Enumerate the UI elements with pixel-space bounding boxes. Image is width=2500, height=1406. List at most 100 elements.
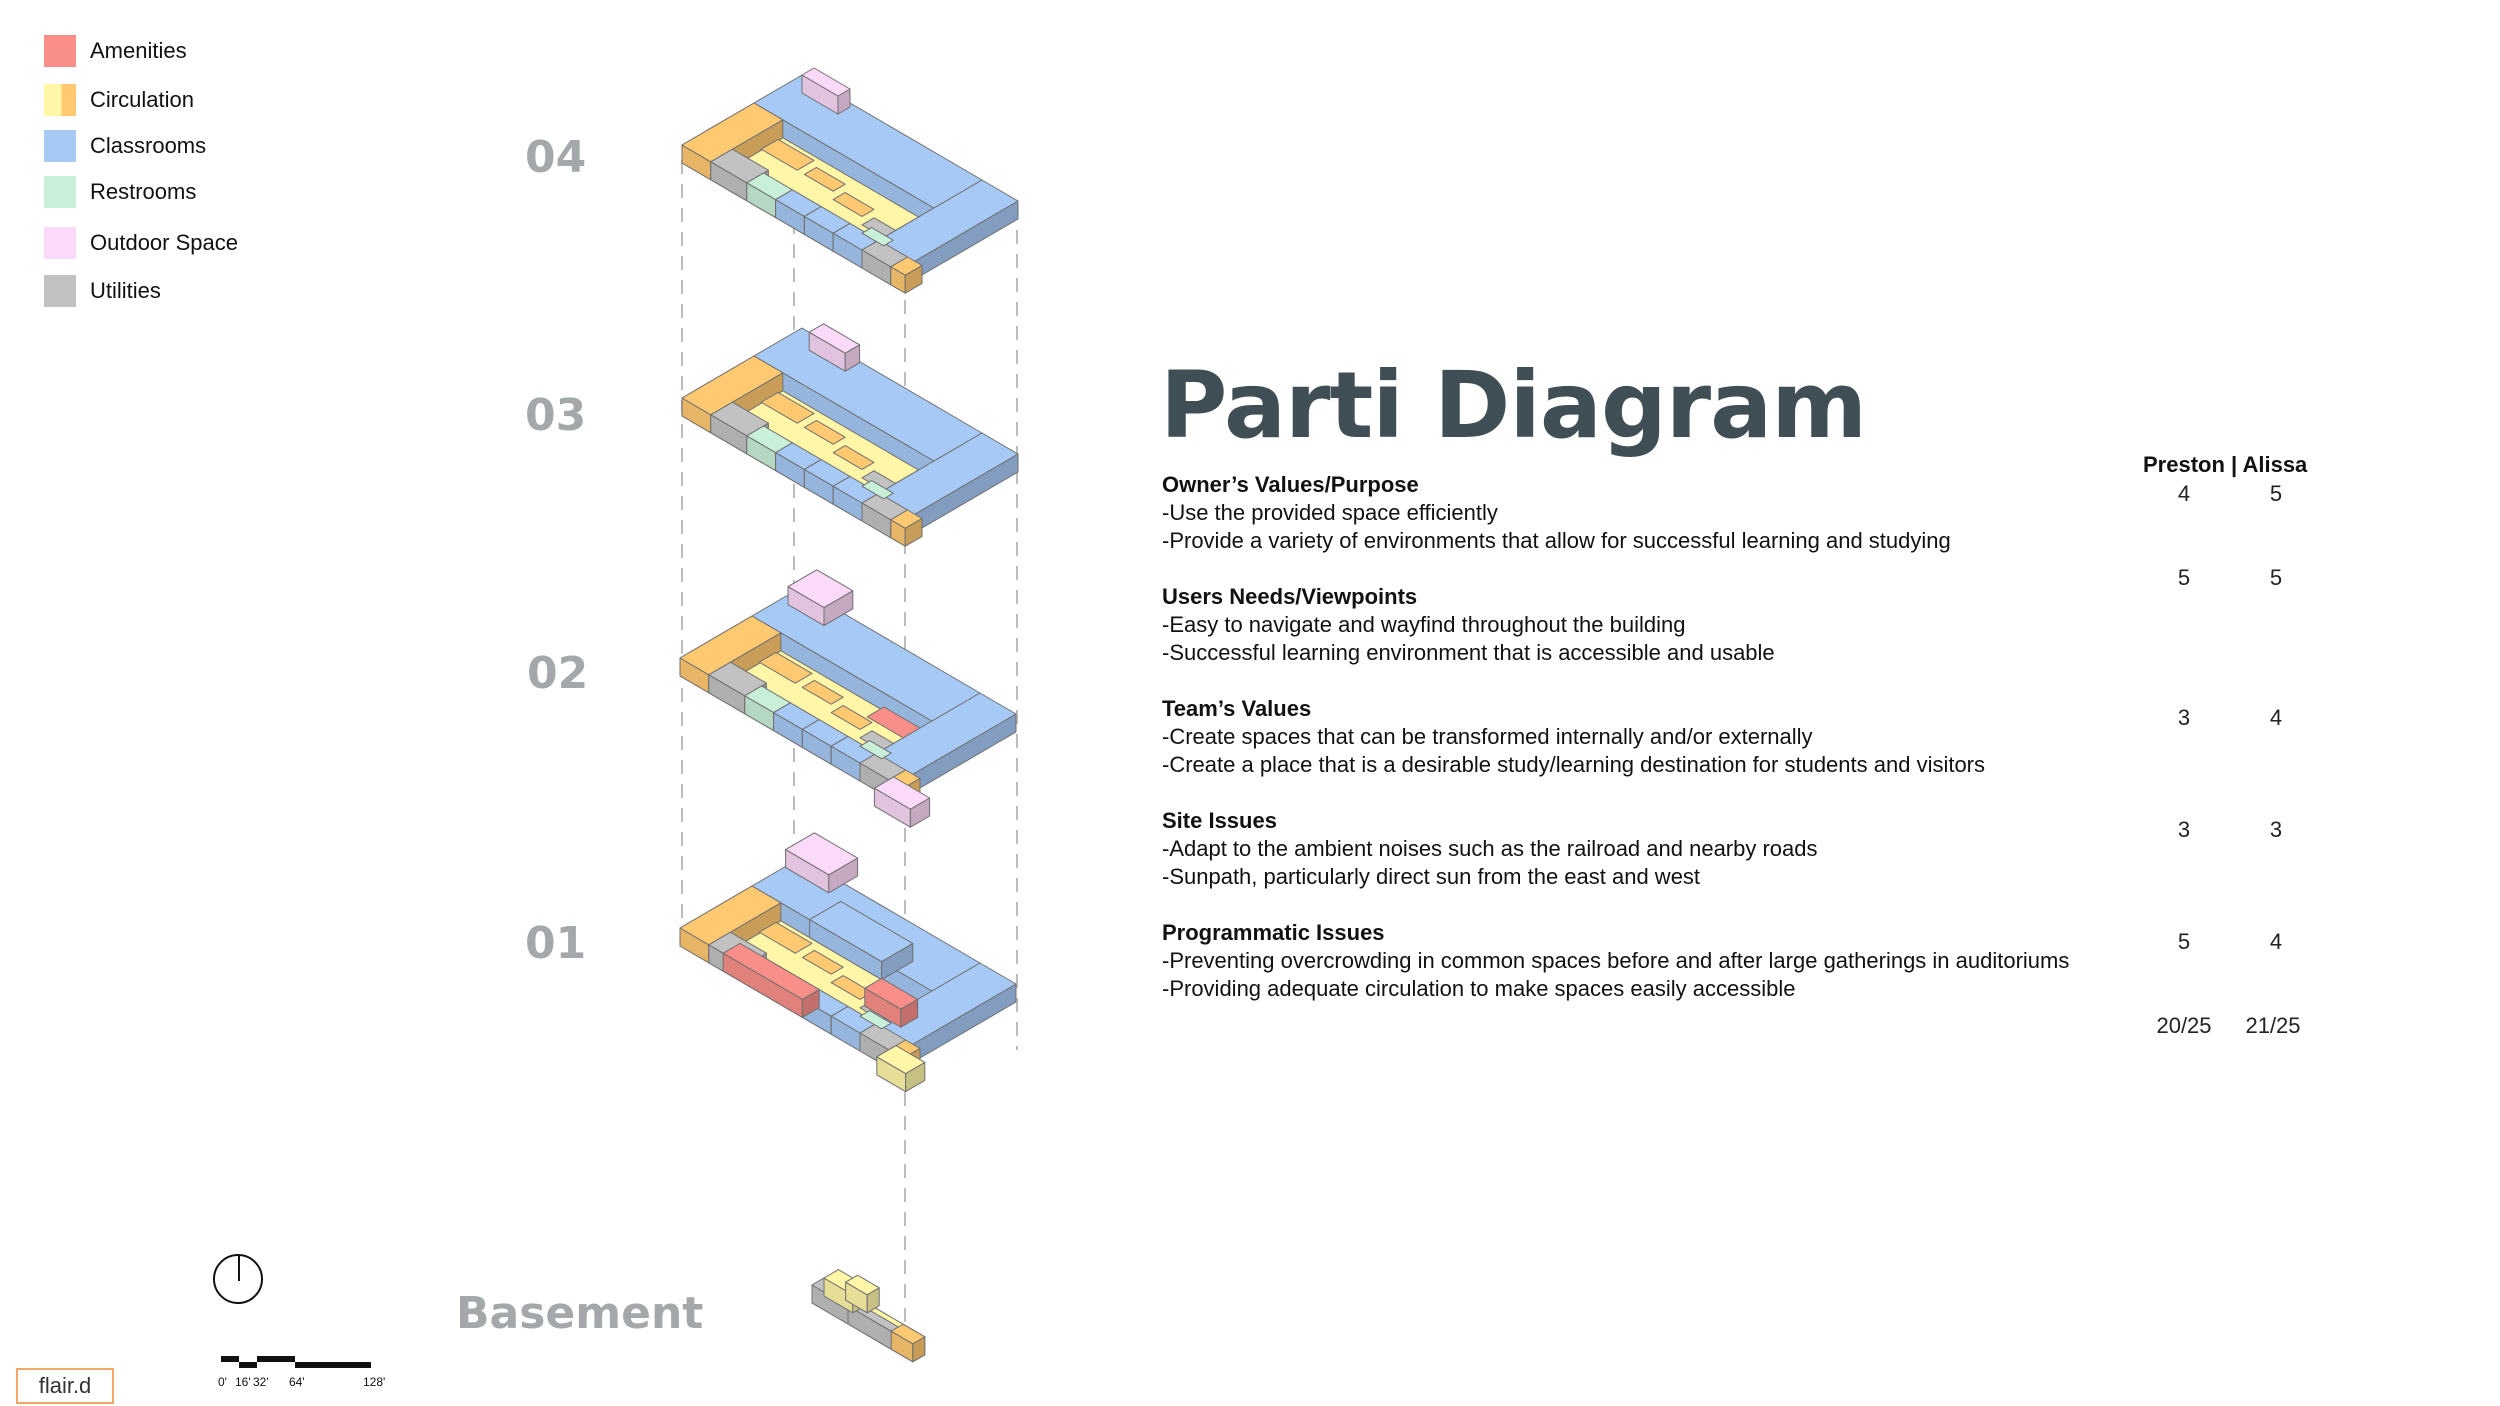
restroom — [861, 480, 894, 500]
stair-core — [681, 102, 784, 163]
legend-label: Circulation — [90, 87, 194, 112]
large-classroom — [809, 900, 914, 963]
outdoor-terrace — [787, 569, 854, 609]
score-preston: 5 — [2177, 929, 2191, 954]
stair-core — [890, 256, 923, 276]
lounge — [803, 419, 846, 445]
section-line: -Preventing overcrowding in common space… — [1162, 948, 2070, 973]
section-heading: Owner’s Values/Purpose — [1162, 472, 1419, 497]
legend-label: Amenities — [90, 38, 187, 63]
stair-core — [679, 615, 782, 676]
total-preston: 20/25 — [2156, 1013, 2212, 1038]
cafe — [864, 977, 919, 1010]
section-line: -Providing adequate circulation to make … — [1162, 976, 1796, 1001]
level-label-02: 02 — [527, 648, 588, 699]
stair-core — [890, 1323, 926, 1345]
restroom — [859, 740, 892, 760]
basement-corridor — [845, 1274, 880, 1296]
score-column-header: Preston | Alissa — [2143, 452, 2308, 477]
section-line: -Create a place that is a desirable stud… — [1162, 752, 1986, 777]
score-alissa: 5 — [2269, 565, 2283, 590]
outdoor-space-swatch — [44, 227, 76, 259]
utility-room — [708, 661, 767, 697]
legend-label: Restrooms — [90, 179, 197, 204]
restroom — [859, 1010, 892, 1030]
legend-item-classrooms: Classrooms — [44, 129, 206, 163]
lounge — [801, 949, 844, 975]
scale-bar-graphic — [221, 1356, 371, 1368]
lounge — [760, 391, 815, 424]
scale-label: 0' — [218, 1375, 227, 1389]
scale-bar: 0' 16' 32' 64' 128' — [218, 1350, 388, 1390]
stair-core — [679, 885, 782, 946]
basement-massing — [811, 1269, 926, 1363]
utilities-swatch — [44, 275, 76, 307]
scale-label: 16' — [235, 1375, 251, 1389]
auditorium — [722, 942, 820, 1000]
scale-label: 64' — [289, 1375, 305, 1389]
section-line: -Sunpath, particularly direct sun from t… — [1162, 864, 1701, 889]
score-alissa: 3 — [2269, 817, 2283, 842]
amenity-space — [866, 706, 921, 739]
legend-item-amenities: Amenities — [44, 34, 187, 68]
level-03-massing — [681, 323, 1019, 547]
level-04-massing — [681, 67, 1019, 294]
circulation-swatch — [44, 84, 76, 116]
page-title: Parti Diagram — [1160, 352, 1867, 459]
entry-canopy — [876, 1045, 926, 1075]
level-label-03: 03 — [525, 390, 586, 441]
stair-core — [890, 509, 923, 529]
stair-core — [681, 355, 784, 416]
score-alissa: 4 — [2269, 929, 2283, 954]
roof-terrace — [808, 323, 861, 354]
level-01-massing — [679, 832, 1017, 1093]
legend-label: Utilities — [90, 278, 161, 303]
score-preston: 3 — [2177, 705, 2191, 730]
score-preston: 5 — [2177, 565, 2191, 590]
section-line: -Successful learning environment that is… — [1162, 640, 1775, 665]
legend-item-outdoor-space: Outdoor Space — [44, 226, 238, 260]
lounge — [832, 445, 875, 470]
lounge — [832, 192, 875, 217]
utility-room — [710, 401, 769, 437]
level-label-basement: Basement — [456, 1288, 703, 1339]
section-heading: Programmatic Issues — [1162, 920, 1385, 945]
section-heading: Team’s Values — [1162, 696, 1312, 721]
lounge — [803, 166, 846, 192]
level-labels: 04 03 02 01 Basement — [456, 132, 703, 1339]
amenities-swatch — [44, 35, 76, 67]
lounge — [801, 679, 844, 705]
north-arrow-icon — [213, 1254, 263, 1304]
entry-plaza — [785, 832, 859, 876]
restrooms-swatch — [44, 176, 76, 208]
section-heading: Users Needs/Viewpoints — [1162, 584, 1418, 609]
section-line: -Easy to navigate and wayfind throughout… — [1162, 612, 1686, 637]
lounge — [760, 138, 815, 171]
total-alissa: 21/25 — [2245, 1013, 2301, 1038]
scale-label: 128' — [363, 1375, 386, 1389]
legend-label: Outdoor Space — [90, 230, 238, 255]
level-label-04: 04 — [525, 132, 586, 183]
score-preston: 4 — [2177, 481, 2191, 506]
legend-item-restrooms: Restrooms — [44, 175, 196, 209]
lounge — [830, 705, 873, 730]
brand-logo: flair.d — [16, 1368, 114, 1404]
restroom — [861, 227, 894, 247]
section-heading: Site Issues — [1162, 808, 1277, 833]
balcony — [873, 776, 931, 810]
section-line: -Use the provided space efficiently — [1162, 500, 1498, 525]
score-alissa: 5 — [2269, 481, 2283, 506]
level-label-01: 01 — [525, 918, 586, 969]
utility-room — [710, 148, 769, 184]
section-line: -Adapt to the ambient noises such as the… — [1162, 836, 1818, 861]
roof-terrace — [801, 67, 851, 97]
scale-label: 32' — [253, 1375, 269, 1389]
section-line: -Create spaces that can be transformed i… — [1162, 724, 1813, 749]
legend-label: Classrooms — [90, 133, 207, 158]
lounge — [758, 651, 813, 684]
classrooms-swatch — [44, 130, 76, 162]
score-alissa: 4 — [2269, 705, 2283, 730]
legend-item-utilities: Utilities — [44, 274, 161, 308]
lounge — [758, 921, 813, 954]
